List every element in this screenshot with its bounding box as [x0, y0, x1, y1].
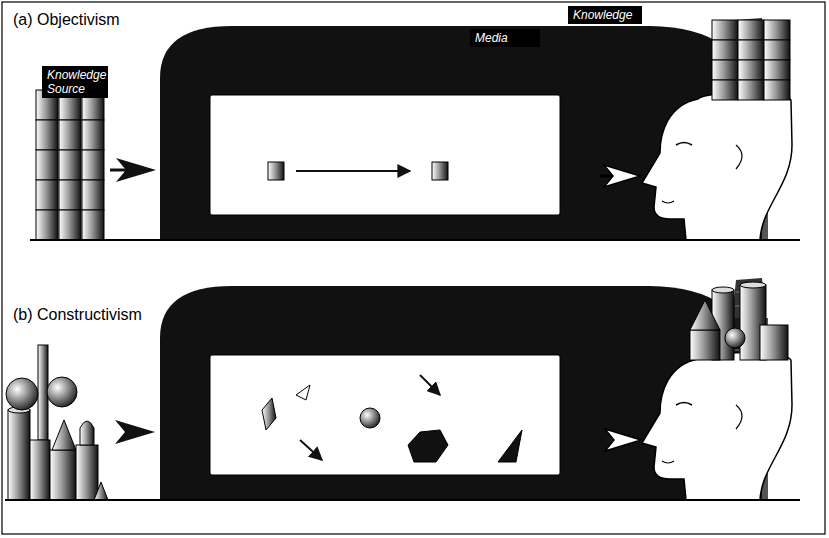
flow-arrow: [110, 158, 156, 182]
arrow-shaft: [110, 169, 126, 172]
knowledge-blocks: [764, 40, 790, 60]
screen-content: [432, 162, 448, 180]
mixed-source-pile: [47, 377, 77, 407]
black-arrow: [115, 420, 155, 444]
label-tag: Knowledge Source: [42, 66, 108, 98]
mixed-source-pile: [52, 420, 76, 450]
screen-content: [420, 375, 440, 395]
constructed-blocks: [740, 282, 766, 288]
knowledge-blocks: [712, 40, 738, 60]
screen-content: [262, 398, 276, 430]
knowledge-blocks: [738, 80, 764, 100]
learner-head: [642, 93, 792, 240]
constructed-blocks: [725, 328, 745, 348]
knowledge-source-stack: [36, 90, 104, 240]
learner-head: [642, 93, 792, 240]
constructed-blocks: [690, 330, 720, 360]
screen-content: [296, 170, 410, 172]
screen-content: [268, 162, 284, 180]
mixed-source-pile: [6, 378, 38, 410]
media: Media: [156, 22, 600, 242]
knowledge-blocks: [764, 60, 790, 80]
knowledge-blocks: [712, 80, 738, 100]
label-tag: Knowledge: [568, 6, 642, 24]
black-arrow: [115, 420, 155, 444]
mixed-source-pile: [8, 410, 30, 500]
arrow-head: [116, 158, 156, 182]
knowledge-blocks: [764, 80, 790, 100]
screen-content: [360, 408, 380, 428]
panel-heading: (b) Constructivism: [13, 306, 142, 324]
knowledge-source-stack: [82, 180, 104, 210]
knowledge-source-stack: [82, 150, 104, 180]
screen-content: [268, 162, 448, 180]
learner-head: [642, 353, 792, 500]
panel: (b) Constructivism: [5, 258, 824, 533]
constructed-blocks: [690, 282, 788, 360]
knowledge-blocks: [712, 60, 738, 80]
mixed-source-pile: [76, 445, 98, 500]
knowledge-source-stack: [36, 150, 58, 180]
knowledge-blocks: [764, 20, 790, 40]
knowledge-source-stack: [82, 120, 104, 150]
panel-heading: (a) Objectivism: [13, 11, 120, 29]
screen-content: [498, 430, 522, 462]
flow-arrow: [600, 165, 640, 187]
knowledge-head: Knowledge: [640, 4, 820, 242]
knowledge-source-stack: [36, 210, 58, 240]
mixed-source-pile: [80, 421, 94, 445]
knowledge-blocks: [738, 20, 764, 40]
mixed-source-pile: [50, 450, 76, 500]
knowledge-source: Knowledge Source: [36, 62, 110, 242]
white-arrow: [605, 429, 641, 451]
panel: (a) ObjectivismKnowledge Source Media Know…: [5, 5, 824, 255]
mixed-source-pile: [94, 482, 108, 500]
learner-head: [662, 201, 674, 203]
constructed-blocks: [690, 300, 720, 330]
arrow-head: [604, 165, 640, 187]
screen-content: [300, 440, 322, 460]
screen-content: [296, 385, 310, 400]
knowledge-source-stack: [59, 210, 81, 240]
mixed-source-pile: [30, 440, 50, 500]
knowledge-source-stack: [59, 180, 81, 210]
knowledge-source-stack: [59, 120, 81, 150]
knowledge-source-stack: [36, 120, 58, 150]
learner-head: [676, 143, 692, 146]
label-tag: Media: [470, 29, 540, 47]
ground-line: [30, 239, 800, 241]
knowledge-blocks: [738, 40, 764, 60]
knowledge-source-stack: [59, 150, 81, 180]
knowledge-source-stack: [36, 180, 58, 210]
screen-content: [408, 430, 448, 462]
ground-line: [5, 499, 800, 501]
learner-head: [736, 145, 742, 169]
knowledge-blocks: [712, 20, 738, 40]
knowledge-source-stack: [82, 210, 104, 240]
media-machine: [210, 95, 560, 215]
knowledge-blocks: [712, 20, 790, 100]
mixed-source-pile: [38, 345, 48, 440]
knowledge-blocks: [738, 60, 764, 80]
constructed-blocks: [760, 325, 788, 360]
constructed-blocks: [712, 287, 734, 293]
mixed-source-pile: [6, 345, 108, 500]
screen-content: [262, 375, 522, 462]
white-arrow: [605, 429, 641, 451]
arrow-shaft: [600, 175, 613, 178]
